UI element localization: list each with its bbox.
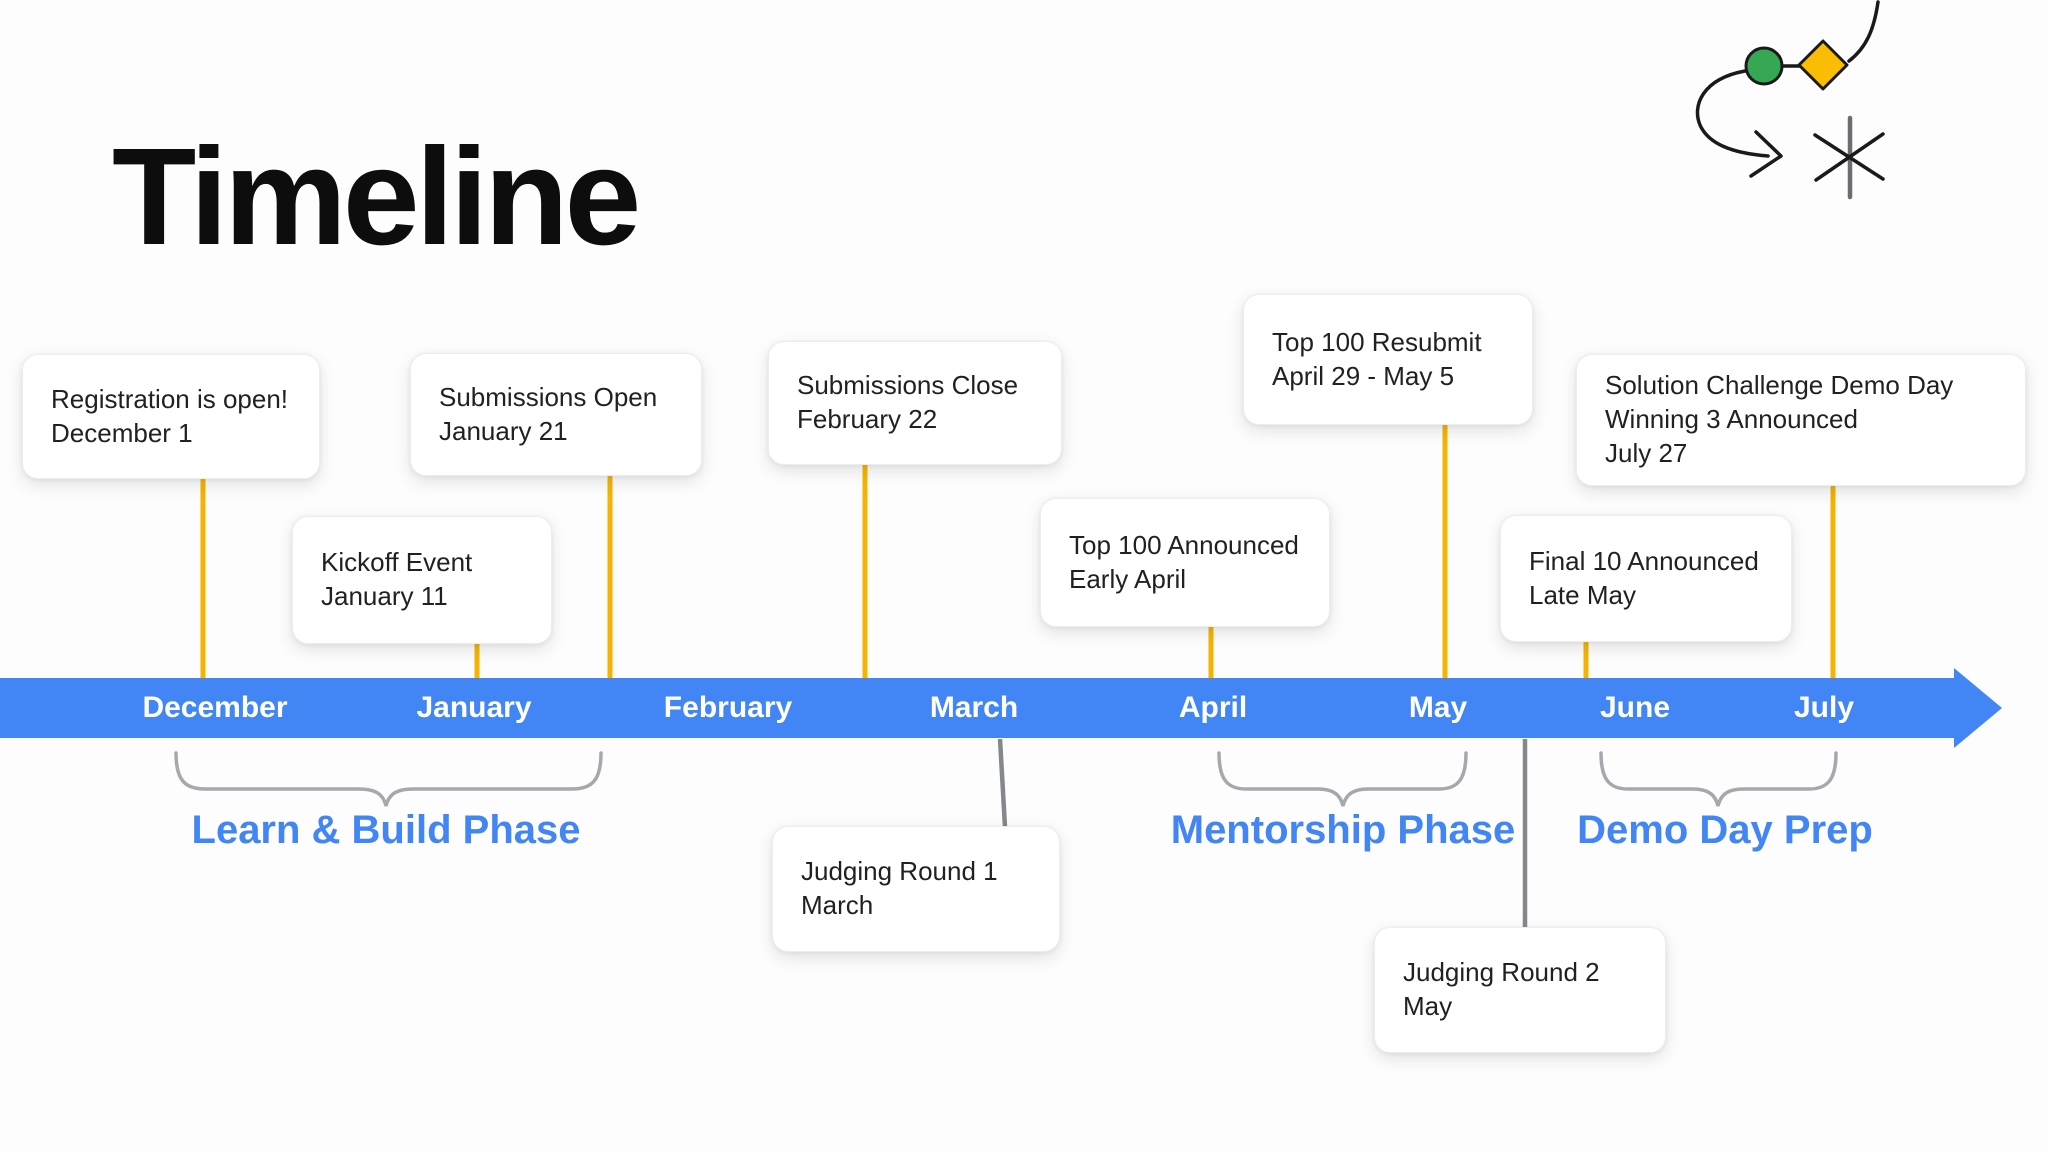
doodle-arrow-path-icon (1695, 0, 1880, 178)
brace-demo-day (1599, 751, 1838, 807)
month-label-march: March (929, 691, 1019, 724)
connector-submissions-open (607, 475, 613, 680)
event-card-judging-round2: Judging Round 2 May (1374, 927, 1666, 1053)
event-card-top100-resubmit: Top 100 Resubmit April 29 - May 5 (1243, 294, 1533, 425)
event-subtitle: Winning 3 Announced (1605, 404, 1858, 435)
asterisk-icon (1813, 115, 1885, 200)
month-label-february: February (663, 691, 793, 724)
event-title: Submissions Close (797, 370, 1019, 401)
event-date: July 27 (1605, 437, 1688, 468)
month-label-june: June (1599, 691, 1671, 724)
connector-submissions-close (862, 464, 868, 680)
connector-registration (200, 478, 206, 680)
timeline-bar (0, 678, 1958, 738)
connector-final10 (1583, 641, 1589, 680)
diamond-icon (1797, 39, 1849, 91)
event-date: January 11 (321, 581, 448, 611)
connector-judging-round1 (997, 738, 1008, 828)
circle-icon (1744, 46, 1784, 86)
event-card-top100-announced: Top 100 Announced Early April (1040, 498, 1330, 627)
event-title: Judging Round 1 (801, 856, 998, 887)
event-title: Submissions Open (439, 381, 658, 412)
event-title: Judging Round 2 (1403, 957, 1600, 988)
phase-label-learn-build: Learn & Build Phase (191, 808, 581, 852)
event-title: Registration is open! (51, 383, 289, 414)
event-date: May (1403, 991, 1453, 1021)
month-label-april: April (1178, 691, 1248, 724)
timeline-bar-arrowhead (1954, 668, 2002, 748)
event-card-final10-announced: Final 10 Announced Late May (1500, 515, 1792, 642)
connector-top100-announced (1208, 626, 1214, 680)
month-label-may: May (1408, 691, 1468, 724)
brace-mentorship (1217, 751, 1468, 807)
event-date: Late May (1529, 579, 1636, 610)
connector-top100-resubmit (1442, 424, 1448, 680)
event-title: Final 10 Announced (1529, 545, 1759, 576)
event-title: Top 100 Announced (1069, 529, 1299, 560)
event-date: April 29 - May 5 (1272, 360, 1455, 391)
phase-label-mentorship: Mentorship Phase (1170, 808, 1516, 852)
event-title: Kickoff Event (321, 547, 473, 578)
event-card-registration: Registration is open! December 1 (22, 354, 320, 479)
connector-demo-day (1830, 485, 1836, 680)
month-label-july: July (1793, 691, 1855, 724)
event-date: February 22 (797, 404, 938, 434)
event-card-submissions-open: Submissions Open January 21 (410, 353, 702, 476)
month-label-december: December (142, 691, 288, 724)
event-date: Early April (1069, 563, 1187, 594)
event-title: Solution Challenge Demo Day (1605, 370, 1954, 401)
event-card-demo-day: Solution Challenge Demo Day Winning 3 An… (1576, 354, 2026, 486)
phase-label-demo-day: Demo Day Prep (1577, 808, 1873, 852)
connector-kickoff (474, 643, 480, 680)
event-card-kickoff: Kickoff Event January 11 (292, 516, 552, 644)
event-card-judging-round1: Judging Round 1 March (772, 826, 1060, 952)
event-date: January 21 (439, 415, 568, 446)
event-date: March (801, 890, 874, 920)
event-title: Top 100 Resubmit (1272, 326, 1482, 357)
brace-learn-build (174, 751, 603, 807)
event-date: December 1 (51, 417, 193, 448)
month-label-january: January (416, 691, 532, 724)
event-card-submissions-close: Submissions Close February 22 (768, 341, 1062, 465)
page-title: Timeline (112, 120, 641, 274)
